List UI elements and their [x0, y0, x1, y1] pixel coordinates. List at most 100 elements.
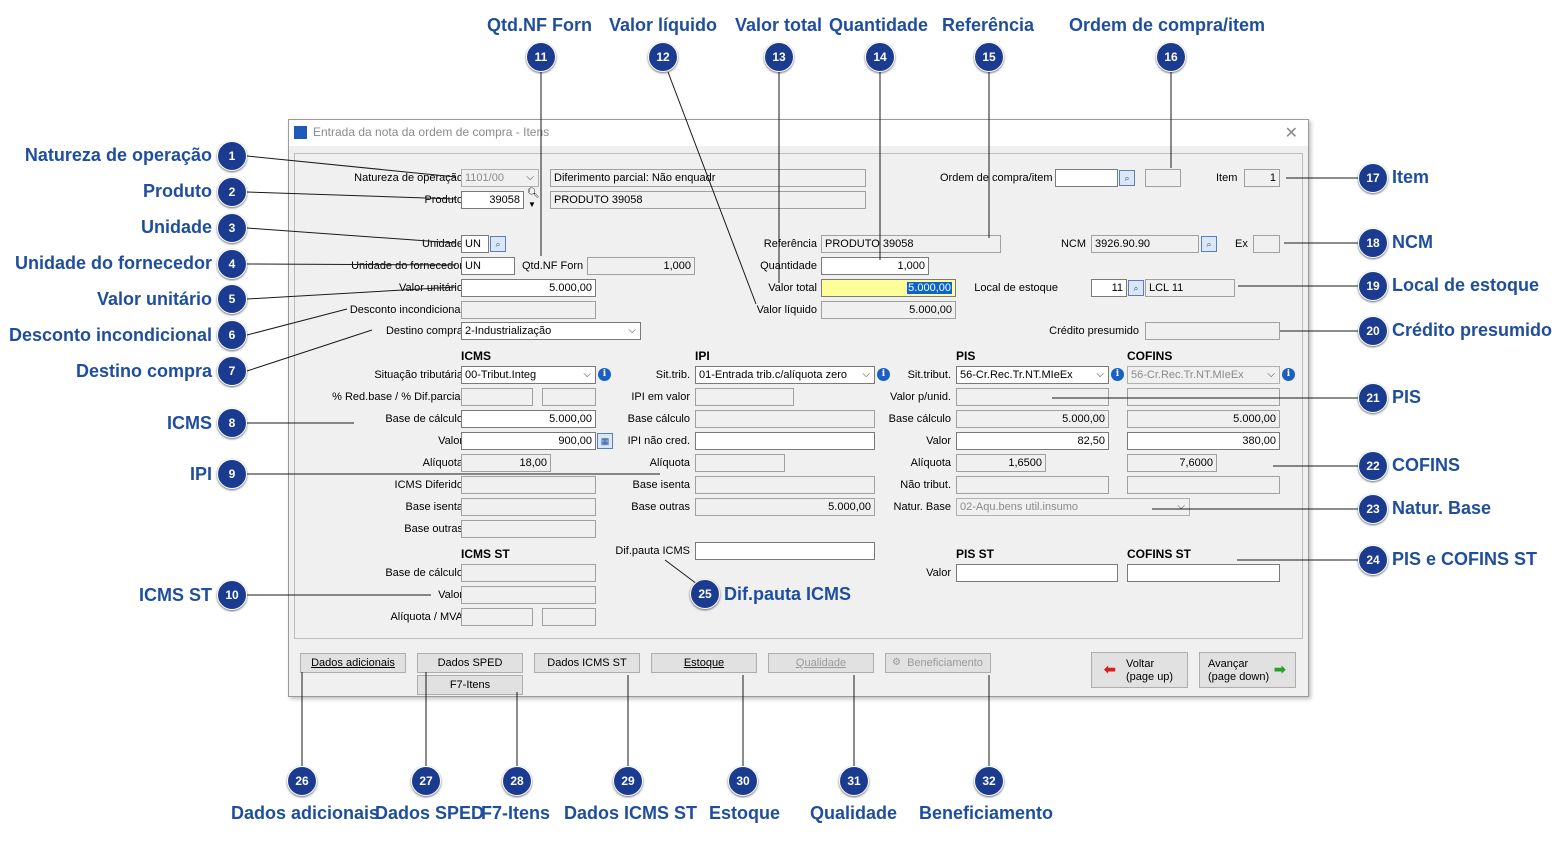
icms-outras-label: Base outras: [404, 523, 463, 535]
unidade-field[interactable]: UN: [461, 235, 489, 253]
ordem-compra-search-icon[interactable]: ⌕: [1119, 170, 1135, 186]
cofins-aliquota-field: 7,6000: [1127, 454, 1217, 472]
pis-heading: PIS: [956, 349, 976, 363]
qtd-nf-forn-label: Qtd.NF Forn: [522, 260, 584, 272]
callout-badge-7: 7: [217, 356, 247, 386]
calculator-icon[interactable]: ▦: [597, 433, 613, 449]
natureza-label: Natureza de operação: [354, 172, 463, 184]
app-arrow-icon: [294, 126, 307, 139]
callout-badge-25: 25: [690, 579, 720, 609]
pis-natur-select[interactable]: 02-Aqu.bens util.insumo⌵: [956, 498, 1190, 516]
callout-badge-12: 12: [648, 42, 678, 72]
quantidade-field[interactable]: 1,000: [821, 257, 929, 275]
icms-base-field[interactable]: 5.000,00: [461, 410, 596, 428]
natureza-select[interactable]: 1101/00⌵: [461, 169, 539, 187]
cofins-st-heading: COFINS ST: [1127, 547, 1192, 561]
icms-st-base-field: [461, 564, 596, 582]
callout-label-icms: ICMS: [167, 413, 212, 433]
dif-pauta-label: Dif.pauta ICMS: [615, 545, 690, 557]
unidade-search-icon[interactable]: ⌕: [490, 236, 506, 252]
icms-st-valor-label: Valor: [438, 589, 463, 601]
ncm-search-icon[interactable]: ⌕: [1201, 236, 1217, 252]
ipi-info-icon[interactable]: i: [877, 368, 890, 381]
produto-dropdown-icon[interactable]: ▼: [528, 200, 536, 209]
callout-label-valor-liquido: Valor líquido: [609, 15, 718, 35]
dados-icms-st-button[interactable]: Dados ICMS ST: [534, 653, 640, 673]
credito-presumido-field: [1145, 322, 1280, 340]
valor-liquido-field: 5.000,00: [821, 301, 956, 319]
callout-badge-16: 16: [1156, 42, 1186, 72]
callout-label-dados-sped: Dados SPED: [375, 803, 485, 823]
icms-situacao-select[interactable]: 00-Tribut.Integ⌵: [461, 366, 596, 384]
ex-label: Ex: [1235, 238, 1248, 250]
pis-valor-field[interactable]: 82,50: [956, 432, 1109, 450]
pis-sit-select[interactable]: 56-Cr.Rec.Tr.NT.MIeEx⌵: [956, 366, 1109, 384]
ipi-isenta-label: Base isenta: [632, 479, 690, 491]
pis-base-field: 5.000,00: [956, 410, 1109, 428]
icms-situacao-label: Situação tributária: [374, 369, 463, 381]
cofins-st-valor-field[interactable]: [1127, 564, 1280, 582]
icms-valor-field[interactable]: 900,00: [461, 432, 596, 450]
produto-search-icon[interactable]: 🔍︎: [527, 188, 540, 199]
icms-info-icon[interactable]: i: [598, 368, 611, 381]
produto-field[interactable]: 39058: [461, 191, 524, 209]
callout-label-quantidade: Quantidade: [829, 15, 929, 35]
ordem-compra-label: Ordem de compra/item: [940, 172, 1053, 184]
dif-pauta-field[interactable]: [695, 542, 875, 560]
callout-label-pis: PIS: [1392, 387, 1422, 407]
valor-total-label: Valor total: [768, 282, 817, 294]
callout-label-valor-unitario: Valor unitário: [96, 289, 212, 309]
close-icon[interactable]: ✕: [1284, 125, 1298, 142]
local-estoque-search-icon[interactable]: ⌕: [1128, 280, 1144, 296]
callout-label-pis-cofins-st: PIS e COFINS ST: [1392, 549, 1538, 569]
dados-sped-button[interactable]: Dados SPED: [417, 653, 523, 673]
unidade-label: Unidade: [422, 238, 463, 250]
valor-unitario-field[interactable]: 5.000,00: [461, 279, 596, 297]
icms-red-base-field: [461, 388, 533, 406]
callout-label-unidade: Unidade: [140, 217, 212, 237]
ipi-sit-select[interactable]: 01-Entrada trib.c/alíquota zero⌵: [695, 366, 875, 384]
icms-st-mva-field: [542, 608, 596, 626]
dados-adicionais-button[interactable]: Dados adicionais: [300, 653, 406, 673]
cofins-valor-field[interactable]: 380,00: [1127, 432, 1280, 450]
cofins-sit-select[interactable]: 56-Cr.Rec.Tr.NT.MIeEx⌵: [1127, 366, 1280, 384]
ipi-nao-cred-field[interactable]: [695, 432, 875, 450]
callout-label-qtd-nf-forn: Qtd.NF Forn: [487, 15, 592, 35]
ipi-heading: IPI: [695, 349, 710, 363]
valor-total-field[interactable]: 5.000,00: [821, 279, 956, 297]
avancar-button[interactable]: Avançar (page down) ➡: [1199, 652, 1296, 688]
pis-valor-label: Valor: [926, 435, 951, 447]
ordem-compra-field[interactable]: [1055, 169, 1118, 187]
callout-badge-24: 24: [1358, 545, 1388, 575]
pis-st-valor-label: Valor: [926, 567, 951, 579]
chevron-down-icon: ⌵: [1267, 369, 1275, 380]
ncm-field: 3926.90.90: [1091, 235, 1199, 253]
arrow-right-icon: ➡: [1274, 661, 1286, 677]
pis-info-icon[interactable]: i: [1111, 368, 1124, 381]
item-field: 1: [1244, 169, 1280, 187]
callout-label-estoque: Estoque: [709, 803, 781, 823]
pis-valor-unid-label: Valor p/unid.: [890, 391, 951, 403]
qualidade-button[interactable]: Qualidade: [768, 653, 874, 673]
f7-itens-button[interactable]: F7-Itens: [417, 675, 523, 695]
local-estoque-desc: LCL 11: [1145, 279, 1235, 297]
callout-badge-30: 30: [728, 766, 758, 796]
cofins-info-icon[interactable]: i: [1282, 368, 1295, 381]
cofins-valor-unid-field: [1127, 388, 1280, 406]
local-estoque-field[interactable]: 11: [1091, 279, 1127, 297]
callout-badge-26: 26: [287, 766, 317, 796]
pis-st-valor-field[interactable]: [956, 564, 1118, 582]
unidade-fornecedor-field[interactable]: UN: [461, 257, 515, 275]
natureza-desc: Diferimento parcial: Não enquadr: [550, 169, 866, 187]
ipi-nao-cred-label: IPI não cred.: [627, 435, 690, 447]
destino-select[interactable]: 2-Industrialização⌵: [461, 322, 641, 340]
icms-st-valor-field: [461, 586, 596, 604]
icms-diferido-label: ICMS Diferido: [394, 479, 463, 491]
icms-valor-label: Valor: [438, 435, 463, 447]
ncm-label: NCM: [1060, 238, 1086, 250]
destino-label: Destino compra: [385, 325, 463, 337]
pis-aliquota-label: Alíquota: [910, 457, 951, 469]
beneficiamento-button[interactable]: ⚙Beneficiamento: [885, 653, 991, 673]
voltar-button[interactable]: ⬅ Voltar (page up): [1091, 652, 1188, 688]
estoque-button[interactable]: Estoque: [651, 653, 757, 673]
